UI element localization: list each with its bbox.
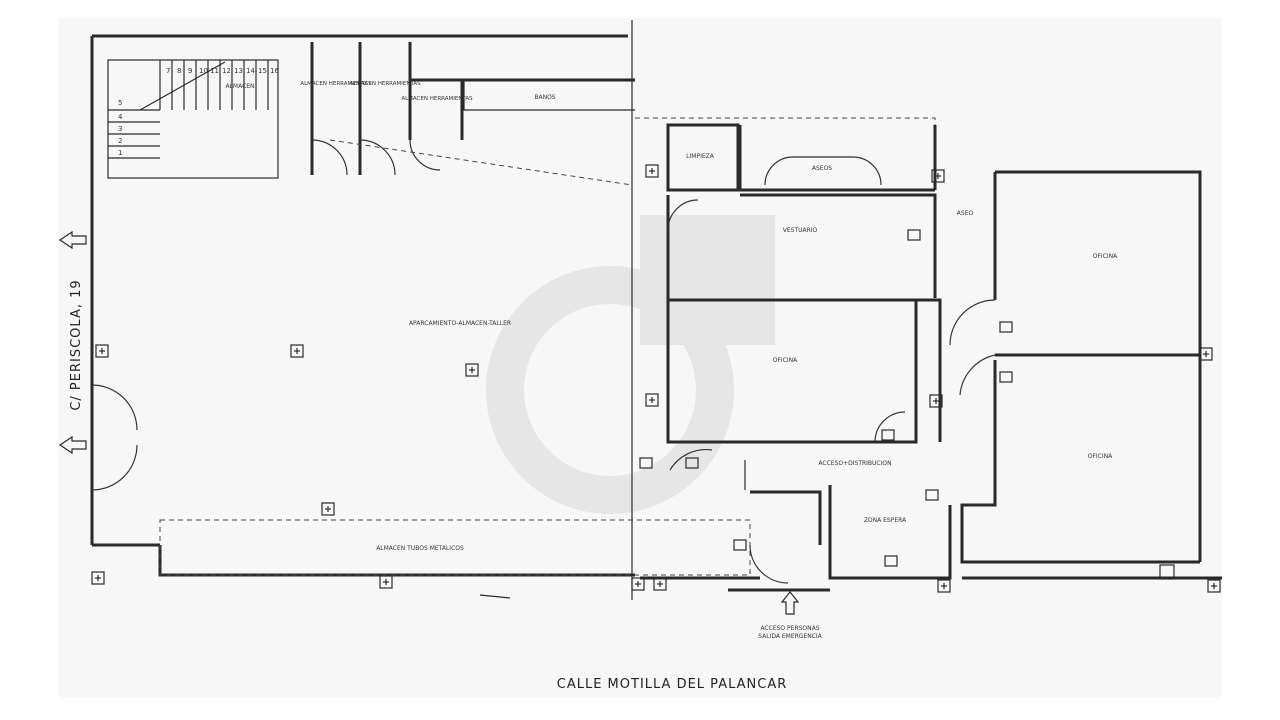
room-label-access-distribution: ACCESO+DISTRIBUCION bbox=[818, 460, 891, 467]
stair-side-number: 4 bbox=[118, 113, 123, 121]
stair-number: 15 bbox=[258, 67, 267, 75]
room-label-stairs-storage: ALMACEN bbox=[225, 83, 254, 90]
stair-number: 11 bbox=[210, 67, 219, 75]
room-label-waiting-area: ZONA ESPERA bbox=[864, 517, 907, 524]
stair-side-number: 2 bbox=[118, 137, 122, 145]
room-label-office-right-bottom: OFICINA bbox=[1088, 453, 1113, 460]
right-block bbox=[631, 20, 1222, 615]
stair-number: 9 bbox=[188, 67, 192, 75]
room-label-cleaning: LIMPIEZA bbox=[686, 153, 715, 160]
room-label-storage-2: ALMACEN HERRAMIENTAS bbox=[349, 81, 421, 87]
room-label-storage-1: ALMACEN HERRAMIENTAS bbox=[300, 81, 372, 87]
room-label-office-right-top: OFICINA bbox=[1093, 253, 1118, 260]
room-label-office-center: OFICINA bbox=[773, 357, 798, 364]
stair-step-numbers: 7 8 9 10 11 12 13 14 15 16 5 4 3 2 1 bbox=[118, 67, 279, 157]
room-label-tubes-storage: ALMACEN TUBOS METALICOS bbox=[376, 545, 464, 552]
room-label-toilet-right: ASEO bbox=[957, 210, 974, 217]
label-emergency-exit: SALIDA EMERGENCIA bbox=[758, 633, 822, 640]
label-people-access: ACCESO PERSONAS bbox=[760, 625, 819, 632]
stair-number: 16 bbox=[270, 67, 279, 75]
street-label-bottom: CALLE MOTILLA DEL PALANCAR bbox=[557, 677, 788, 692]
room-labels: ALMACEN ALMACEN HERRAMIENTAS ALMACEN HER… bbox=[225, 81, 1118, 640]
room-label-bathroom: BANOS bbox=[534, 94, 555, 101]
room-label-storage-3: ALMACEN HERRAMIENTAS bbox=[401, 96, 473, 102]
stair-number: 14 bbox=[246, 67, 255, 75]
room-label-locker-room: VESTUARIO bbox=[783, 227, 818, 234]
stair-number: 13 bbox=[234, 67, 243, 75]
stair-side-number: 5 bbox=[118, 99, 122, 107]
room-label-workshop: APARCAMIENTO-ALMACEN-TALLER bbox=[409, 320, 511, 327]
stair-number: 8 bbox=[177, 67, 181, 75]
stair-side-number: 1 bbox=[118, 149, 122, 157]
stair-number: 10 bbox=[199, 67, 208, 75]
street-label-left: C/ PERISCOLA, 19 bbox=[69, 279, 84, 410]
left-block bbox=[58, 34, 751, 599]
room-label-toilets: ASEOS bbox=[812, 165, 832, 172]
stair-number: 12 bbox=[222, 67, 231, 75]
watermark-logo bbox=[486, 215, 775, 514]
stair-side-number: 3 bbox=[118, 125, 122, 133]
stair-number: 7 bbox=[166, 67, 170, 75]
street-labels: CALLE MOTILLA DEL PALANCAR C/ PERISCOLA,… bbox=[69, 279, 788, 692]
